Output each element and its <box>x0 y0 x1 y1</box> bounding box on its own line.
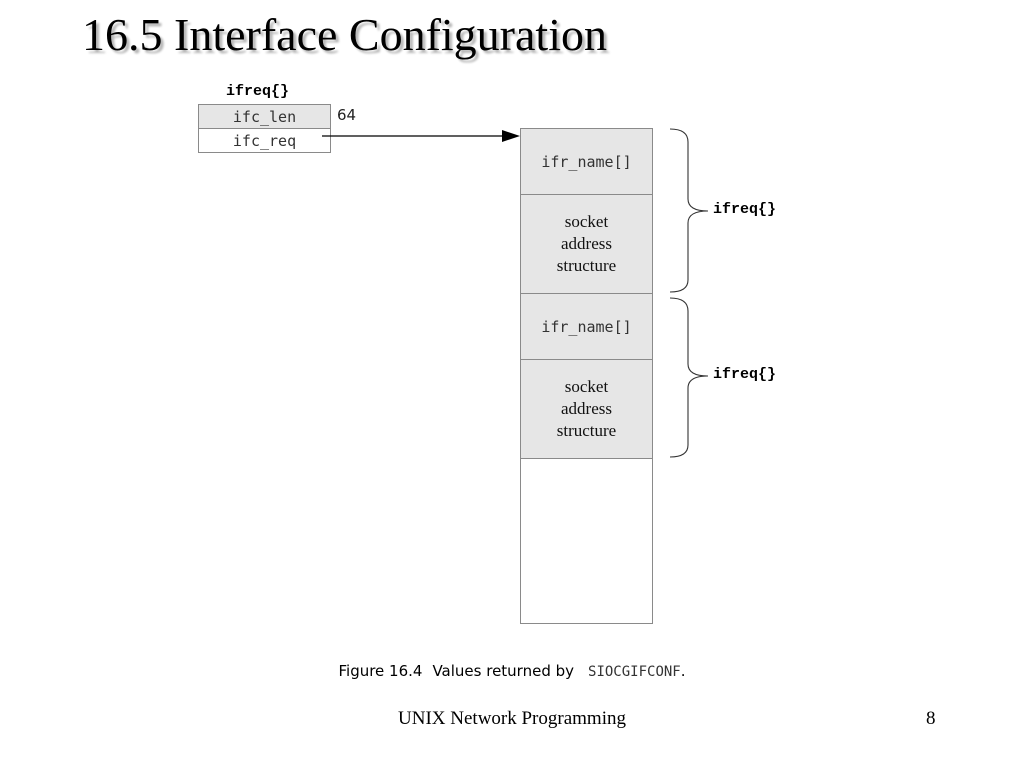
slide-title: 16.5 Interface Configuration <box>82 9 607 60</box>
page-number: 8 <box>926 708 936 729</box>
socket-address-line: socket <box>564 377 609 396</box>
ifc-len-value: 64 <box>337 106 357 124</box>
empty-buffer-area <box>520 458 653 624</box>
socket-address-block-2: socket address structure <box>520 359 653 459</box>
ifc-req-field: ifc_req <box>198 128 331 153</box>
ifconf-struct-label: ifreq{} <box>226 83 290 100</box>
ifr-name-block-1: ifr_name[] <box>520 128 653 195</box>
socket-address-line: address <box>561 234 612 253</box>
caption-period: . <box>680 662 686 680</box>
caption-code: SIOCGIFCONF <box>588 664 681 680</box>
brace-ifreq-1 <box>669 128 709 293</box>
socket-address-line: structure <box>556 421 617 440</box>
ifreq-label-1: ifreq{} <box>713 201 777 218</box>
slide-footer: UNIX Network Programming <box>398 708 626 729</box>
ifreq-label-2: ifreq{} <box>713 366 777 383</box>
socket-address-line: address <box>561 399 612 418</box>
socket-address-block-1: socket address structure <box>520 194 653 294</box>
figure-number: Figure 16.4 <box>338 662 423 680</box>
caption-text: Values returned by <box>432 662 575 680</box>
socket-address-line: socket <box>564 212 609 231</box>
socket-address-line: structure <box>556 256 617 275</box>
ifr-name-block-2: ifr_name[] <box>520 293 653 360</box>
brace-ifreq-2 <box>669 297 709 458</box>
ifc-req-pointer-arrow <box>322 130 520 142</box>
figure-caption: Figure 16.4 Values returned by SIOCGIFCONF… <box>0 662 1024 680</box>
